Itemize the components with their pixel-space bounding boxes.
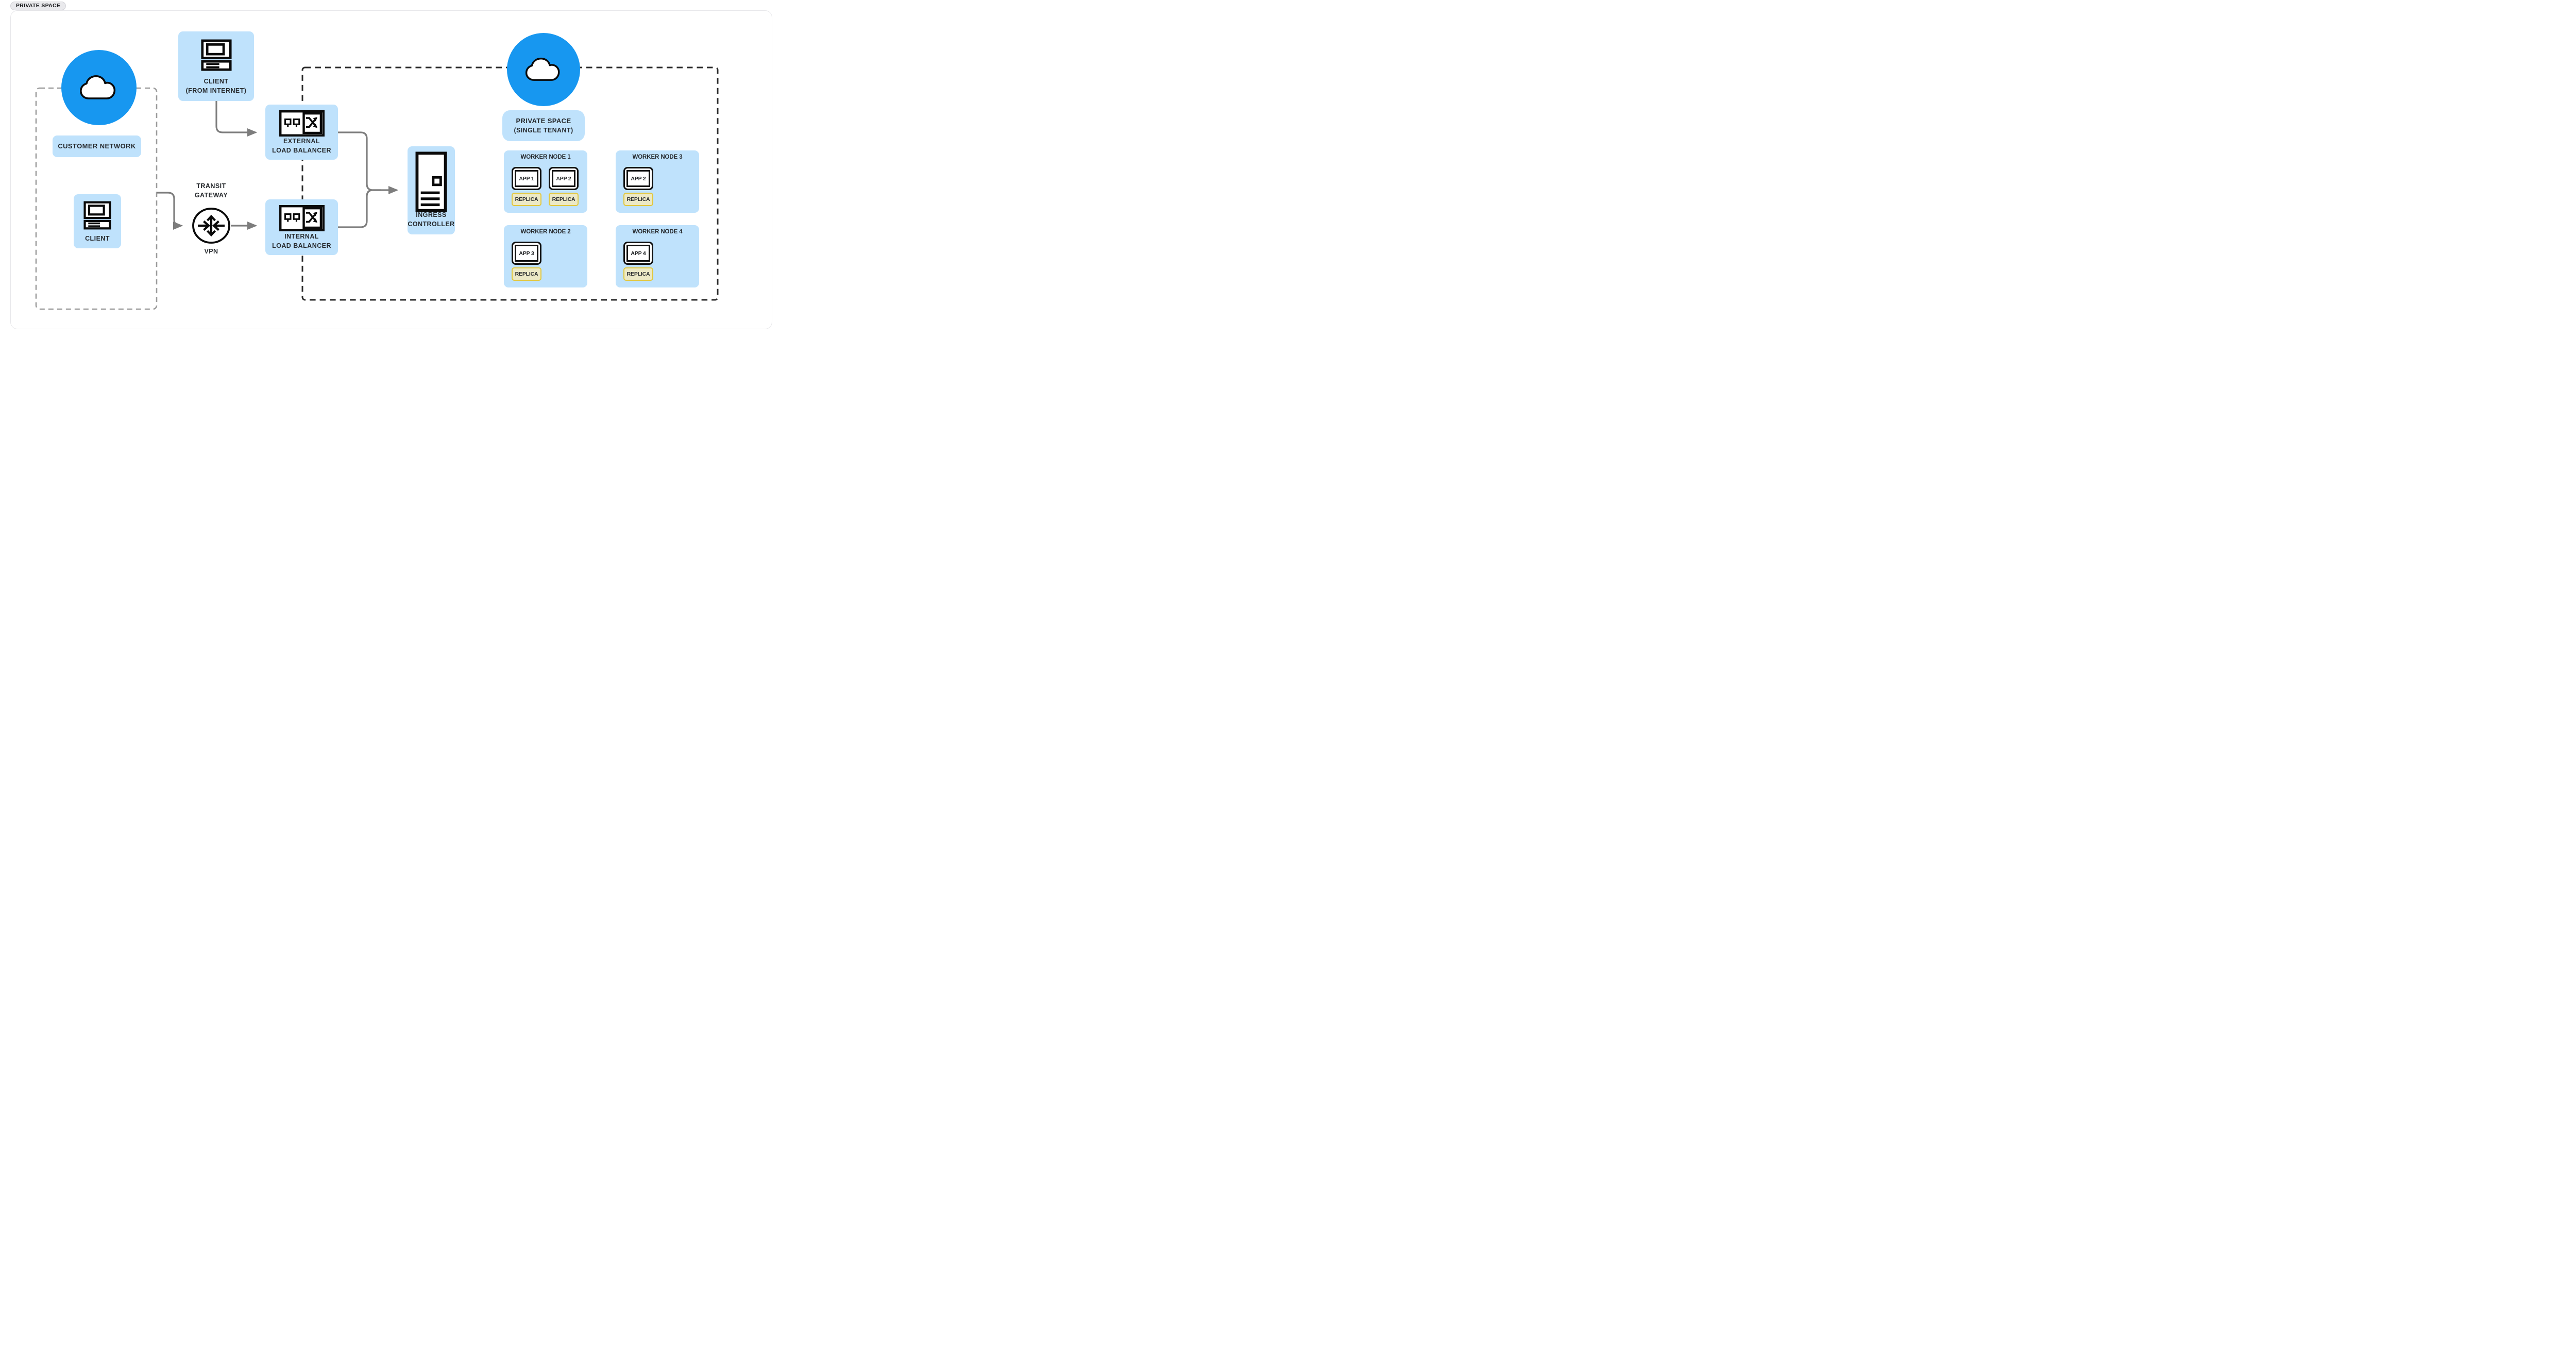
worker-node-2: WORKER NODE 2 APP 3 REPLICA bbox=[504, 225, 587, 287]
load-balancer-icon bbox=[279, 110, 325, 137]
transit-gateway-title-line1: TRANSIT bbox=[196, 182, 226, 190]
ingress-controller-icon bbox=[415, 151, 447, 212]
app-box: APP 2 bbox=[549, 167, 579, 190]
client-from-internet-line2: (FROM INTERNET) bbox=[185, 87, 247, 94]
transit-gateway-title: TRANSIT GATEWAY bbox=[170, 181, 252, 200]
client-from-internet-line1: CLIENT bbox=[204, 78, 229, 85]
ingress-line2: CONTROLLER bbox=[408, 221, 455, 228]
worker-node-1-title: WORKER NODE 1 bbox=[520, 154, 571, 160]
worker-node-3: WORKER NODE 3 APP 2 REPLICA bbox=[616, 150, 699, 213]
ingress-line1: INGRESS bbox=[416, 211, 447, 218]
desktop-computer-icon bbox=[83, 201, 111, 230]
load-balancer-icon bbox=[279, 205, 325, 231]
external-lb-line2: LOAD BALANCER bbox=[272, 147, 331, 154]
app-box: APP 3 bbox=[512, 242, 541, 265]
client-from-internet-label: CLIENT (FROM INTERNET) bbox=[178, 77, 254, 95]
worker-node-2-title: WORKER NODE 2 bbox=[520, 229, 571, 235]
transit-gateway-subtitle: VPN bbox=[204, 248, 218, 255]
internal-load-balancer-node: INTERNAL LOAD BALANCER bbox=[265, 199, 338, 255]
edge-external-lb-to-ingress bbox=[338, 131, 399, 194]
transit-gateway-router-icon bbox=[192, 208, 230, 244]
replica-badge: REPLICA bbox=[549, 193, 579, 206]
replica-badge: REPLICA bbox=[623, 267, 653, 281]
replica-badge: REPLICA bbox=[512, 193, 541, 206]
customer-network-label: CUSTOMER NETWORK bbox=[53, 135, 141, 157]
app-box: APP 1 bbox=[512, 167, 541, 190]
worker-node-1: WORKER NODE 1 APP 1 REPLICA APP 2 REPLIC… bbox=[504, 150, 587, 213]
client-label: CLIENT bbox=[85, 235, 110, 242]
internal-lb-line1: INTERNAL bbox=[284, 233, 319, 240]
app-box: APP 4 bbox=[623, 242, 653, 265]
replica-badge: REPLICA bbox=[512, 267, 541, 281]
worker-node-4: WORKER NODE 4 APP 4 REPLICA bbox=[616, 225, 699, 287]
internal-lb-label: INTERNAL LOAD BALANCER bbox=[265, 232, 338, 250]
worker-node-4-title: WORKER NODE 4 bbox=[632, 229, 683, 235]
ingress-controller-node: INGRESS CONTROLLER bbox=[408, 146, 455, 234]
edge-internal-lb-to-ingress bbox=[338, 189, 381, 228]
worker-node-3-title: WORKER NODE 3 bbox=[632, 154, 683, 160]
customer-network-label-text: CUSTOMER NETWORK bbox=[58, 142, 136, 150]
internal-lb-line2: LOAD BALANCER bbox=[272, 242, 331, 249]
app-box: APP 2 bbox=[623, 167, 653, 190]
app-label: APP 3 bbox=[515, 245, 538, 262]
app-label: APP 4 bbox=[626, 245, 650, 262]
external-lb-label: EXTERNAL LOAD BALANCER bbox=[265, 137, 338, 155]
replica-badge: REPLICA bbox=[623, 193, 653, 206]
page-title-badge: PRIVATE SPACE bbox=[10, 2, 66, 10]
diagram-stage: PRIVATE SPACE CUSTOMER NETWORK bbox=[0, 0, 783, 339]
client-from-internet-node: CLIENT (FROM INTERNET) bbox=[178, 31, 254, 101]
private-space-cloud-icon bbox=[507, 33, 580, 106]
customer-network-cloud-icon bbox=[61, 50, 137, 125]
transit-gateway-title-line2: GATEWAY bbox=[194, 192, 228, 199]
desktop-computer-icon bbox=[200, 39, 232, 71]
app-label: APP 2 bbox=[552, 170, 575, 187]
private-space-line2: (SINGLE TENANT) bbox=[514, 127, 573, 134]
edge-customer-to-transit-gateway bbox=[157, 192, 183, 230]
private-space-label: PRIVATE SPACE (SINGLE TENANT) bbox=[502, 110, 585, 141]
external-load-balancer-node: EXTERNAL LOAD BALANCER bbox=[265, 105, 338, 160]
external-lb-line1: EXTERNAL bbox=[283, 138, 320, 145]
client-node: CLIENT bbox=[74, 194, 121, 248]
private-space-line1: PRIVATE SPACE bbox=[516, 117, 571, 125]
ingress-label: INGRESS CONTROLLER bbox=[402, 210, 460, 229]
app-label: APP 1 bbox=[515, 170, 538, 187]
app-label: APP 2 bbox=[626, 170, 650, 187]
edge-client-internet-to-external-lb bbox=[215, 101, 258, 137]
